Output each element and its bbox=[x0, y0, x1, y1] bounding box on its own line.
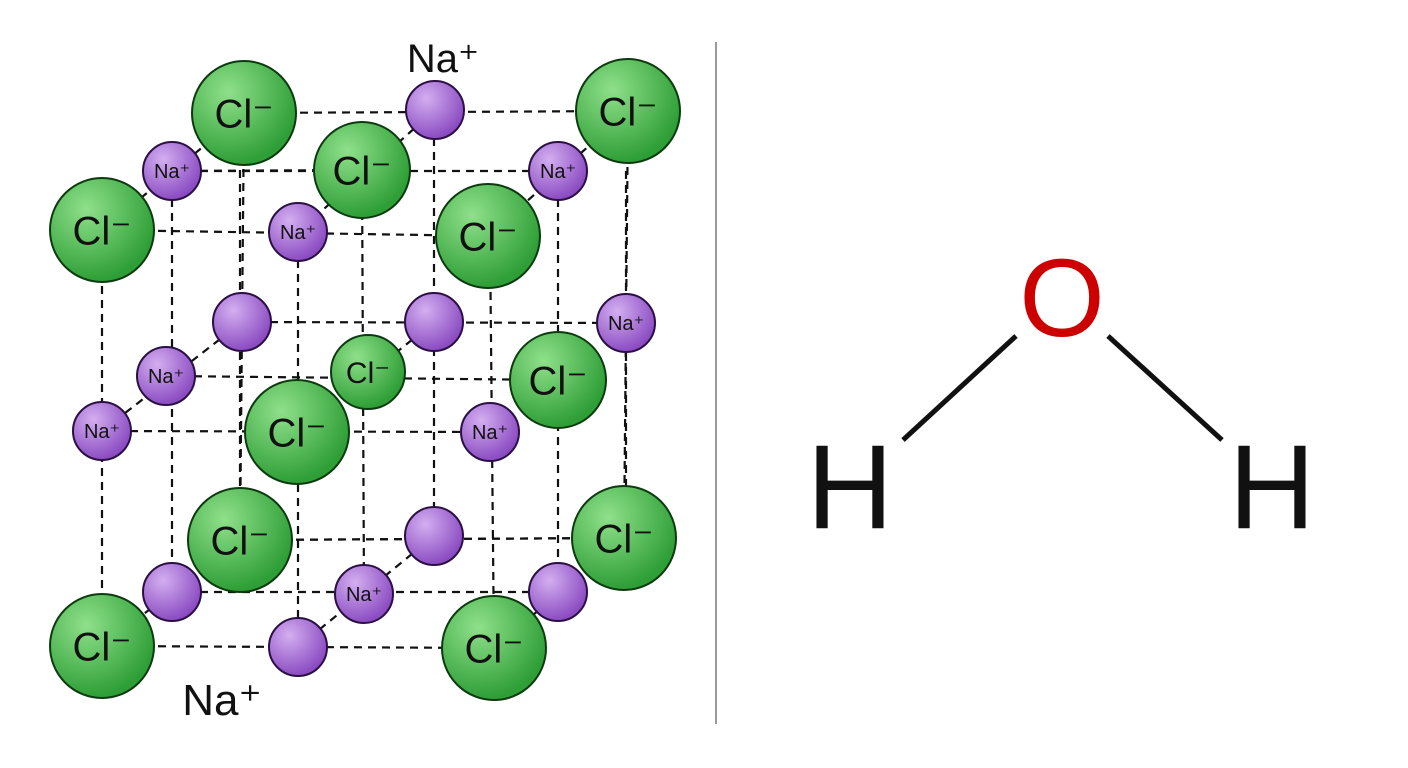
lattice-bond-line bbox=[101, 429, 491, 434]
sodium-sphere bbox=[596, 293, 656, 353]
sodium-top-label: Na⁺ bbox=[407, 37, 479, 81]
sodium-ion: Na⁺ bbox=[596, 293, 656, 353]
sodium-ion bbox=[142, 562, 202, 622]
sodium-sphere bbox=[142, 141, 202, 201]
sodium-sphere bbox=[528, 562, 588, 622]
chloride-label: Cl⁻ bbox=[333, 149, 392, 193]
sodium-ion: Na⁺ bbox=[136, 346, 196, 406]
sodium-sphere bbox=[268, 202, 328, 262]
sodium-sphere bbox=[460, 402, 520, 462]
chloride-sphere bbox=[571, 485, 677, 591]
chloride-ion: Cl⁻ bbox=[509, 331, 607, 429]
chloride-sphere bbox=[509, 331, 607, 429]
chloride-ion: Cl⁻ bbox=[187, 487, 293, 593]
oxygen-atom-label: O bbox=[1019, 237, 1105, 360]
sodium-bottom-label: Na⁺ bbox=[182, 676, 261, 725]
chloride-sphere bbox=[187, 487, 293, 593]
sodium-label: Na⁺ bbox=[84, 421, 120, 443]
sodium-label: Na⁺ bbox=[608, 313, 644, 335]
hydrogen-left-label: H bbox=[807, 420, 894, 554]
chloride-ion: Cl⁻ bbox=[435, 183, 541, 289]
chloride-sphere bbox=[244, 379, 350, 485]
chloride-ion: Cl⁻ bbox=[330, 334, 406, 410]
sodium-label: Na⁺ bbox=[154, 161, 190, 183]
sodium-label: Na⁺ bbox=[346, 584, 382, 606]
sodium-sphere bbox=[212, 292, 272, 352]
chloride-label: Cl⁻ bbox=[595, 517, 654, 561]
chloride-label: Cl⁻ bbox=[465, 627, 524, 671]
sodium-ion: Na⁺ bbox=[528, 141, 588, 201]
sodium-sphere bbox=[136, 346, 196, 406]
chloride-sphere bbox=[330, 334, 406, 410]
sodium-sphere bbox=[405, 80, 465, 140]
water-molecule: O H H bbox=[807, 237, 1316, 554]
chloride-label: Cl⁻ bbox=[73, 209, 132, 253]
sodium-ion bbox=[212, 292, 272, 352]
chloride-label: Cl⁻ bbox=[211, 519, 270, 563]
lattice-bond-line bbox=[488, 235, 496, 649]
sodium-ion bbox=[405, 80, 465, 140]
chloride-sphere bbox=[49, 593, 155, 699]
sodium-ion: Na⁺ bbox=[268, 202, 328, 262]
sodium-ion bbox=[404, 292, 464, 352]
chloride-ion: Cl⁻ bbox=[191, 60, 297, 166]
chloride-label: Cl⁻ bbox=[346, 357, 390, 390]
chloride-sphere bbox=[191, 60, 297, 166]
oh-bond-right bbox=[1106, 334, 1224, 442]
chloride-label: Cl⁻ bbox=[529, 359, 588, 403]
sodium-ion bbox=[268, 617, 328, 677]
sodium-ion bbox=[528, 562, 588, 622]
sodium-label: Na⁺ bbox=[148, 366, 184, 388]
sodium-label: Na⁺ bbox=[280, 222, 316, 244]
nacl-lattice-atoms: Na⁺ Na⁺ Na⁺ Na⁺ Na⁺ Na⁺ Na⁺ Na⁺ Cl⁻ Cl⁻ Cl⁻ Cl⁻ Cl⁻ C… bbox=[49, 58, 681, 701]
sodium-ion: Na⁺ bbox=[334, 564, 394, 624]
sodium-label: Na⁺ bbox=[540, 161, 576, 183]
sodium-ion bbox=[404, 506, 464, 566]
chloride-ion: Cl⁻ bbox=[575, 58, 681, 164]
sodium-sphere bbox=[404, 292, 464, 352]
chloride-label: Cl⁻ bbox=[215, 92, 274, 136]
chloride-ion: Cl⁻ bbox=[571, 485, 677, 591]
sodium-sphere bbox=[528, 141, 588, 201]
chloride-sphere bbox=[435, 183, 541, 289]
chloride-ion: Cl⁻ bbox=[244, 379, 350, 485]
sodium-sphere bbox=[268, 617, 328, 677]
sodium-sphere bbox=[72, 401, 132, 461]
sodium-ion: Na⁺ bbox=[72, 401, 132, 461]
sodium-sphere bbox=[142, 562, 202, 622]
sodium-sphere bbox=[334, 564, 394, 624]
chloride-label: Cl⁻ bbox=[459, 215, 518, 259]
chloride-sphere bbox=[441, 595, 547, 701]
chloride-ion: Cl⁻ bbox=[49, 177, 155, 283]
sodium-label: Na⁺ bbox=[472, 422, 508, 444]
chloride-sphere bbox=[575, 58, 681, 164]
chloride-sphere bbox=[49, 177, 155, 283]
sodium-ion: Na⁺ bbox=[460, 402, 520, 462]
chloride-label: Cl⁻ bbox=[268, 411, 327, 455]
chloride-ion: Cl⁻ bbox=[313, 121, 411, 219]
chloride-label: Cl⁻ bbox=[73, 625, 132, 669]
chloride-label: Cl⁻ bbox=[599, 90, 658, 134]
chloride-ion: Cl⁻ bbox=[49, 593, 155, 699]
chloride-sphere bbox=[313, 121, 411, 219]
sodium-ion: Na⁺ bbox=[142, 141, 202, 201]
hydrogen-right-label: H bbox=[1229, 420, 1316, 554]
oh-bond-left bbox=[901, 334, 1018, 442]
chloride-ion: Cl⁻ bbox=[441, 595, 547, 701]
sodium-sphere bbox=[404, 506, 464, 566]
